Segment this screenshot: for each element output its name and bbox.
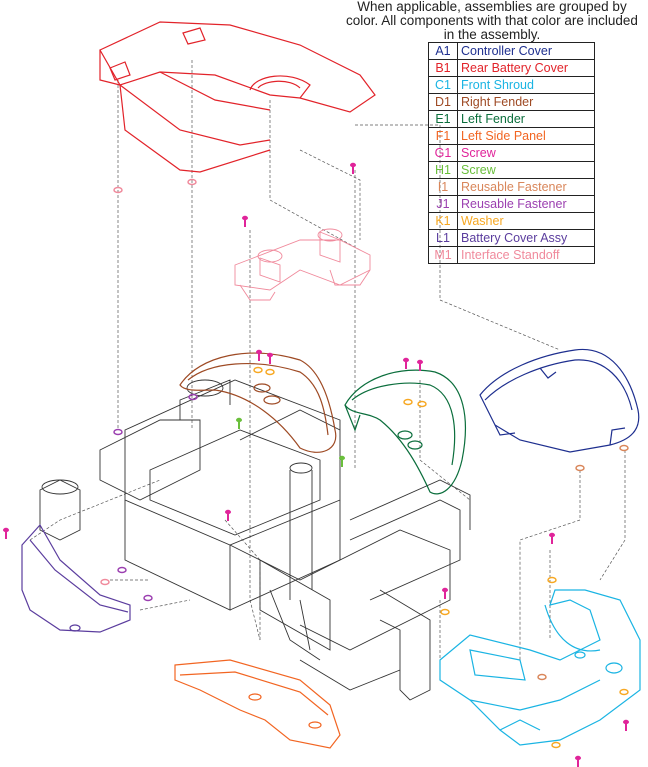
legend-part-name: Left Fender [457,110,595,128]
standoff-icon [100,578,110,586]
legend-code: J1 [428,195,458,213]
legend-part-name: Front Shroud [457,76,595,94]
legend-code: I1 [428,178,458,196]
screw-icon [575,755,581,767]
screw-icon [549,532,555,544]
screw-icon [267,352,273,364]
washer-icon [253,366,263,374]
screw-icon [623,719,629,731]
screw-icon [242,215,248,227]
washer-icon [265,368,275,376]
reusable-fastener-icon [113,428,123,436]
screw-icon [3,527,9,539]
left-side-panel [174,659,341,749]
legend-code: K1 [428,212,458,230]
legend-part-name: Controller Cover [457,42,595,60]
screw-icon [225,509,231,521]
legend-code: A1 [428,42,458,60]
legend-part-name: Reusable Fastener [457,178,595,196]
chassis-frame [39,379,471,701]
legend-code: M1 [428,246,458,264]
reusable-fastener-icon [537,673,547,681]
legend-code: B1 [428,59,458,77]
reusable-fastener-icon [575,464,585,472]
legend-part-name: Interface Standoff [457,246,595,264]
reusable-fastener-icon [188,393,198,401]
controller-cover [479,348,640,453]
screw-icon [236,417,242,429]
washer-icon [619,688,629,696]
legend-part-name: Screw [457,161,595,179]
legend-part-name: Battery Cover Assy [457,229,595,247]
legend-part-name: Rear Battery Cover [457,59,595,77]
screw-icon [256,349,262,361]
reusable-fastener-icon [619,444,629,452]
interface-standoff [234,228,371,301]
battery-cover-assy [21,523,131,633]
front-shroud [439,589,641,746]
legend-code: L1 [428,229,458,247]
legend-code: C1 [428,76,458,94]
washer-icon [417,400,427,408]
assembly-note: When applicable, assemblies are grouped … [346,0,638,42]
reusable-fastener-icon [117,566,127,574]
legend-part-name: Washer [457,212,595,230]
rear-battery-cover [99,21,376,173]
washer-icon [551,741,561,749]
washer-icon [547,576,557,584]
legend-part-name: Reusable Fastener [457,195,595,213]
legend-code: H1 [428,161,458,179]
washer-icon [403,398,413,406]
screw-icon [417,359,423,371]
screw-icon [442,587,448,599]
fasteners [3,162,629,767]
washer-icon [440,608,450,616]
left-fender [344,369,467,495]
screw-icon [339,455,345,467]
reusable-fastener-icon [143,594,153,602]
right-fender [179,352,337,453]
screw-icon [403,357,409,369]
standoff-icon [187,178,197,186]
legend-code: D1 [428,93,458,111]
legend-code: G1 [428,144,458,162]
legend-code: F1 [428,127,458,145]
legend-code: E1 [428,110,458,128]
standoff-icon [113,186,123,194]
legend-part-name: Left Side Panel [457,127,595,145]
screw-icon [350,162,356,174]
legend-part-name: Screw [457,144,595,162]
legend-part-name: Right Fender [457,93,595,111]
